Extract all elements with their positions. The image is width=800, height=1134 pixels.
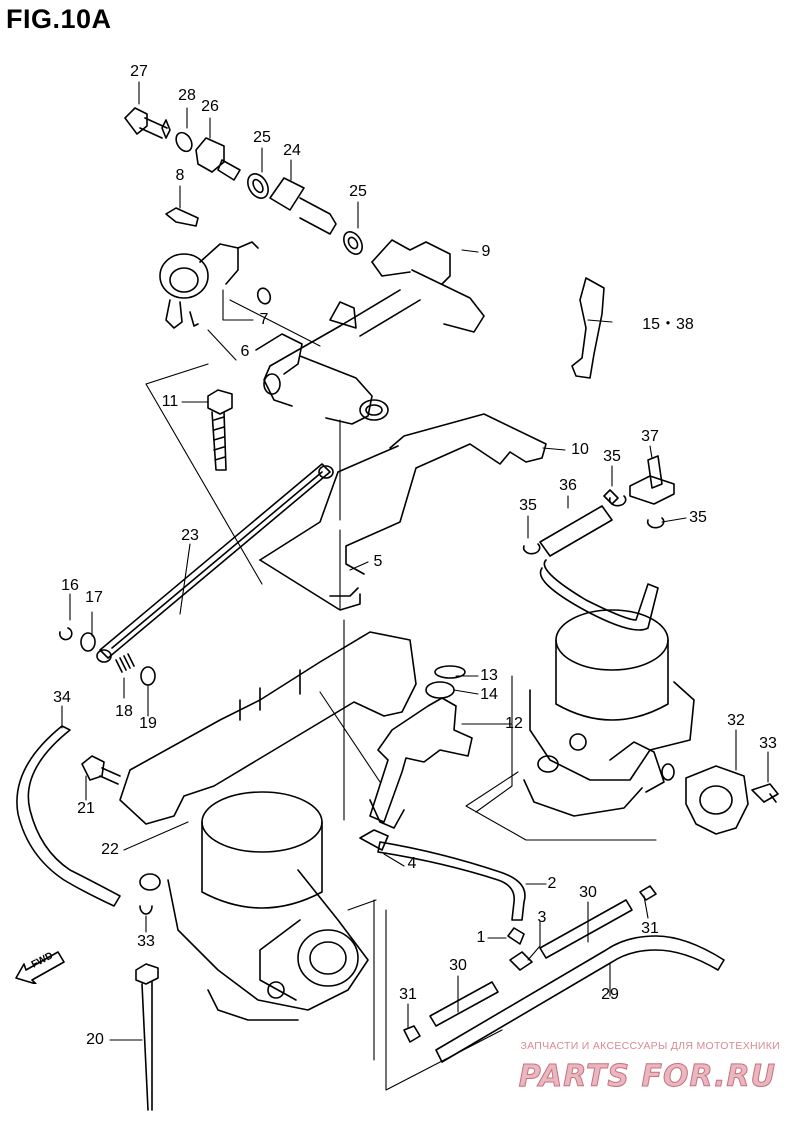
callout-35: 35	[519, 497, 537, 514]
callout-1: 1	[476, 929, 486, 946]
callout-26: 26	[201, 98, 219, 115]
hose-36	[539, 505, 659, 631]
callout-5: 5	[373, 553, 383, 570]
callout-8: 8	[175, 167, 185, 184]
callout-34: 34	[53, 689, 71, 706]
throttle-body-right	[523, 609, 695, 817]
throttle-sensor	[685, 765, 779, 835]
assembly-guide-lines	[145, 299, 657, 1091]
callout-35: 35	[689, 509, 707, 526]
fuel-union-group	[124, 107, 363, 255]
watermark-tagline: ЗАПЧАСТИ И АКСЕССУАРЫ ДЛЯ МОТОТЕХНИКИ	[520, 1040, 780, 1052]
callout-25: 25	[253, 129, 271, 146]
callout-31: 31	[641, 920, 659, 937]
figure-title: FIG.10A	[6, 4, 112, 34]
hose-34	[16, 725, 121, 907]
callout-6: 6	[240, 343, 250, 360]
callout-22: 22	[101, 841, 119, 858]
svg-text:PARTS FOR.RU: PARTS FOR.RU	[519, 1059, 776, 1094]
callout-31: 31	[399, 986, 417, 1003]
callout-3: 3	[537, 909, 547, 926]
callout-10: 10	[571, 441, 589, 458]
callout-27: 27	[130, 63, 148, 80]
leader-lines	[61, 81, 769, 1041]
callout-7: 7	[259, 311, 269, 328]
callout-16: 16	[61, 577, 79, 594]
cable-strap-20	[135, 905, 159, 1111]
bracket-22	[119, 631, 417, 825]
throttle-body-left	[139, 791, 369, 1021]
fuel-rail	[255, 239, 485, 425]
callout-35: 35	[603, 448, 621, 465]
pressure-regulator	[159, 207, 272, 329]
callout-33: 33	[759, 735, 777, 752]
callout-11: 11	[161, 393, 179, 410]
callout-30: 30	[449, 957, 467, 974]
bolt-11	[207, 389, 233, 471]
callout-12: 12	[505, 715, 523, 732]
callout-17: 17	[85, 589, 103, 606]
bracket-10	[259, 413, 547, 611]
callout-18: 18	[115, 703, 133, 720]
callout-21: 21	[77, 800, 95, 817]
callout-4: 4	[407, 855, 417, 872]
watermark-logo: PARTS FOR.RU	[518, 1059, 776, 1095]
callout-37: 37	[641, 428, 659, 445]
callout-30: 30	[579, 884, 597, 901]
callout-13: 13	[480, 667, 498, 684]
callout-25: 25	[349, 183, 367, 200]
bracket-15-38	[571, 277, 605, 379]
small-hardware	[59, 627, 156, 686]
callout-29: 29	[601, 986, 619, 1003]
callout-24: 24	[283, 142, 301, 159]
callout-33: 33	[137, 933, 155, 950]
callout-19: 19	[139, 715, 157, 732]
callout-15-38: 15・38	[642, 316, 694, 333]
callout-20: 20	[86, 1031, 104, 1048]
linkage-rod	[96, 463, 334, 663]
fuel-injector	[359, 665, 473, 851]
bolt-21	[81, 755, 121, 785]
callout-14: 14	[480, 686, 498, 703]
callout-23: 23	[181, 527, 199, 544]
callout-32: 32	[727, 712, 745, 729]
fwd-arrow-icon	[15, 951, 65, 984]
callout-28: 28	[178, 87, 196, 104]
callout-9: 9	[481, 243, 491, 260]
clamps-35	[522, 495, 665, 555]
callout-2: 2	[547, 875, 557, 892]
callout-36: 36	[559, 477, 577, 494]
